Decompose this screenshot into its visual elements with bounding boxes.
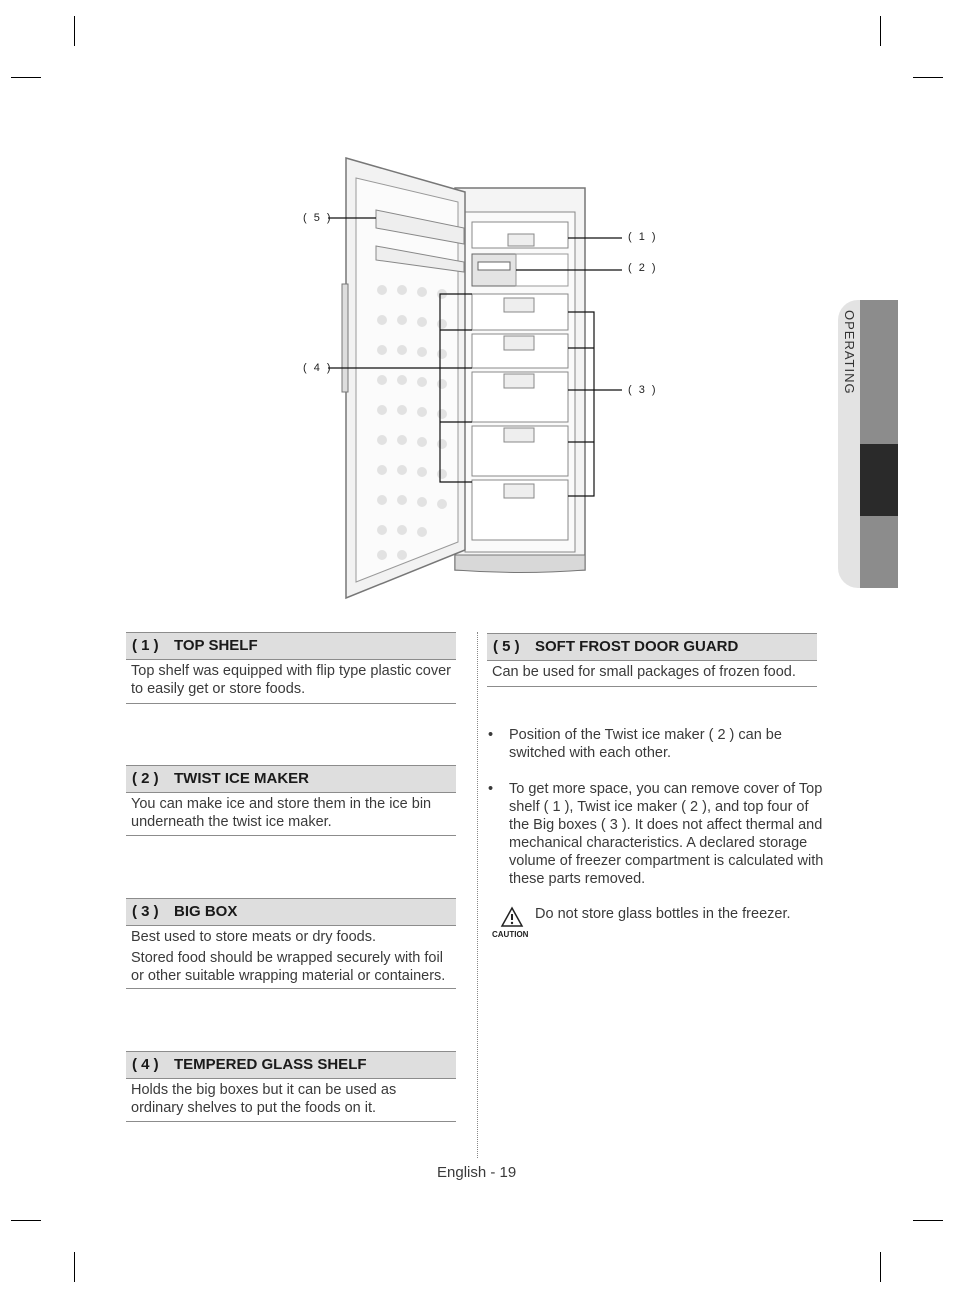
cabinet-base [454, 554, 586, 573]
section-twist-ice-maker-header: ( 2 ) TWIST ICE MAKER [126, 765, 456, 793]
side-tab: OPERATING [838, 300, 898, 588]
bullet-text: Position of the Twist ice maker ( 2 ) ca… [509, 727, 782, 761]
top-shelf-handle [507, 233, 535, 247]
big-boxes [471, 293, 569, 541]
section-title: TEMPERED GLASS SHELF [174, 1056, 367, 1073]
crop-mark [913, 1220, 943, 1221]
section-text: Top shelf was equipped with flip type pl… [131, 663, 451, 697]
crop-mark [74, 16, 75, 46]
bullet-dot: • [488, 781, 494, 797]
section-top-shelf-body: Top shelf was equipped with flip type pl… [126, 662, 456, 704]
bullet-dot: • [488, 727, 494, 743]
caution-icon [500, 906, 524, 927]
section-text: Holds the big boxes but it can be used a… [131, 1082, 397, 1116]
page-number: English - 19 [437, 1164, 517, 1181]
section-big-box-header: ( 3 ) BIG BOX [126, 898, 456, 926]
diagram-label-4: ( 4 ) [303, 362, 333, 374]
section-number: ( 5 ) [493, 638, 520, 655]
door-handle [341, 283, 349, 393]
side-tab-bottom [860, 516, 898, 588]
diagram-label-2: ( 2 ) [628, 262, 658, 274]
section-title: BIG BOX [174, 903, 238, 920]
section-text: Can be used for small packages of frozen… [492, 664, 796, 680]
bullet-text: To get more space, you can remove cover … [509, 781, 824, 887]
section-glass-shelf-body: Holds the big boxes but it can be used a… [126, 1081, 456, 1122]
side-tab-dark [860, 444, 898, 516]
diagram-label-3: ( 3 ) [628, 384, 658, 396]
crop-mark [880, 1252, 881, 1282]
section-big-box-body: Best used to store meats or dry foods. S… [126, 928, 456, 989]
door-dimples [377, 285, 447, 560]
section-title: SOFT FROST DOOR GUARD [535, 638, 739, 655]
section-title: TOP SHELF [174, 637, 258, 654]
section-glass-shelf-header: ( 4 ) TEMPERED GLASS SHELF [126, 1051, 456, 1079]
diagram-label-1: ( 1 ) [628, 231, 658, 243]
section-number: ( 3 ) [132, 903, 159, 920]
door-guards [375, 209, 465, 273]
crop-mark [913, 77, 943, 78]
crop-mark [11, 1220, 41, 1221]
crop-mark [880, 16, 881, 46]
section-number: ( 4 ) [132, 1056, 159, 1073]
bullet-item: • To get more space, you can remove cove… [488, 780, 833, 890]
caution-icon-label: CAUTION [492, 930, 529, 939]
section-top-shelf-header: ( 1 ) TOP SHELF [126, 632, 456, 660]
side-tab-label: OPERATING [842, 310, 857, 395]
bullet-item: • Position of the Twist ice maker ( 2 ) … [488, 726, 833, 766]
side-tab-mid [860, 300, 898, 444]
diagram-label-5: ( 5 ) [303, 212, 333, 224]
freezer-diagram [328, 157, 622, 600]
section-door-guard-body: Can be used for small packages of frozen… [487, 663, 817, 687]
leader-lines [328, 217, 622, 497]
crop-mark [11, 77, 41, 78]
caution-text: Do not store glass bottles in the freeze… [535, 906, 791, 922]
section-text: Stored food should be wrapped securely w… [131, 950, 446, 984]
section-text: You can make ice and store them in the i… [131, 796, 432, 830]
section-text: Best used to store meats or dry foods. [131, 929, 377, 945]
section-twist-ice-maker-body: You can make ice and store them in the i… [126, 795, 456, 836]
section-number: ( 2 ) [132, 770, 159, 787]
section-title: TWIST ICE MAKER [174, 770, 309, 787]
column-divider [477, 632, 478, 1158]
ice-maker-panel [477, 261, 511, 271]
crop-mark [74, 1252, 75, 1282]
section-door-guard-header: ( 5 ) SOFT FROST DOOR GUARD [487, 633, 817, 661]
section-number: ( 1 ) [132, 637, 159, 654]
